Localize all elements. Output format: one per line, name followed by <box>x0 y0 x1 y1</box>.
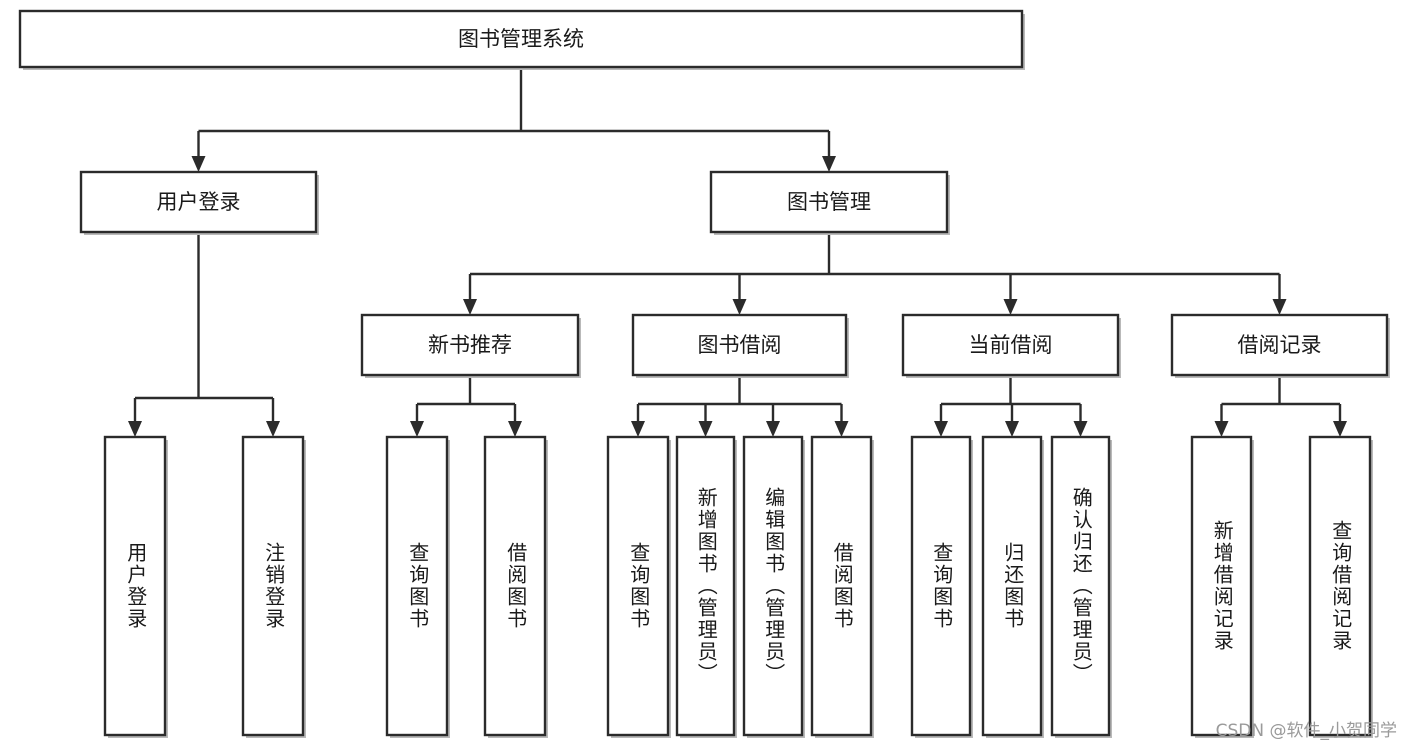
node-user-login-label: 用户登录 <box>157 190 241 214</box>
node-user-login[interactable] <box>79 170 319 235</box>
arrow-head-icon <box>128 421 142 437</box>
node-leaf-logout-login[interactable] <box>241 435 306 738</box>
node-title-system-label: 图书管理系统 <box>458 27 584 51</box>
node-current-borrow-label: 当前借阅 <box>969 333 1053 357</box>
arrow-head-icon <box>1214 421 1229 437</box>
node-leaf-query-borrow-record[interactable] <box>1308 435 1373 738</box>
node-leaf-add-book-admin[interactable] <box>675 435 737 738</box>
arrow-head-icon <box>631 421 645 437</box>
arrow-head-icon <box>732 299 747 315</box>
node-new-book-recommend[interactable] <box>360 313 581 378</box>
arrow-head-icon <box>834 421 849 437</box>
arrow-head-icon <box>698 421 713 437</box>
arrow-head-icon <box>822 156 836 172</box>
arrow-head-icon <box>508 421 522 437</box>
arrow-head-icon <box>934 421 948 437</box>
node-leaf-borrow-book[interactable] <box>810 435 874 738</box>
node-book-borrow-label: 图书借阅 <box>698 333 782 357</box>
arrow-head-icon <box>191 156 206 172</box>
node-new-book-recommend-label: 新书推荐 <box>428 333 512 357</box>
node-leaf-add-borrow-record[interactable] <box>1190 435 1254 738</box>
node-current-borrow[interactable] <box>901 313 1121 378</box>
node-leaf-return-book[interactable] <box>981 435 1044 738</box>
node-leaf-query-book-recommend[interactable] <box>385 435 450 738</box>
arrow-head-icon <box>1272 299 1287 315</box>
arrow-head-icon <box>1005 421 1019 437</box>
arrow-head-icon <box>1073 421 1088 437</box>
node-leaf-confirm-return-admin[interactable] <box>1050 435 1112 738</box>
node-borrow-record[interactable] <box>1170 313 1390 378</box>
arrow-head-icon <box>766 421 780 437</box>
node-leaf-query-book-current[interactable] <box>910 435 973 738</box>
watermark-text: CSDN @软件_小贺同学 <box>1215 721 1397 741</box>
arrow-head-icon <box>1003 299 1018 315</box>
node-book-management[interactable] <box>709 170 950 235</box>
node-leaf-borrow-book-recommend[interactable] <box>483 435 548 738</box>
node-book-management-label: 图书管理 <box>787 190 871 214</box>
arrow-head-icon <box>463 299 477 315</box>
arrow-head-icon <box>266 421 280 437</box>
arrow-head-icon <box>1333 421 1347 437</box>
arrow-head-icon <box>410 421 424 437</box>
node-borrow-record-label: 借阅记录 <box>1238 333 1322 357</box>
node-title-system[interactable] <box>18 9 1025 70</box>
connector-layer <box>128 67 1347 437</box>
node-leaf-user-login[interactable] <box>103 435 168 738</box>
node-book-borrow[interactable] <box>631 313 849 378</box>
node-leaf-query-book-borrow[interactable] <box>606 435 671 738</box>
node-leaf-edit-book-admin[interactable] <box>742 435 805 738</box>
